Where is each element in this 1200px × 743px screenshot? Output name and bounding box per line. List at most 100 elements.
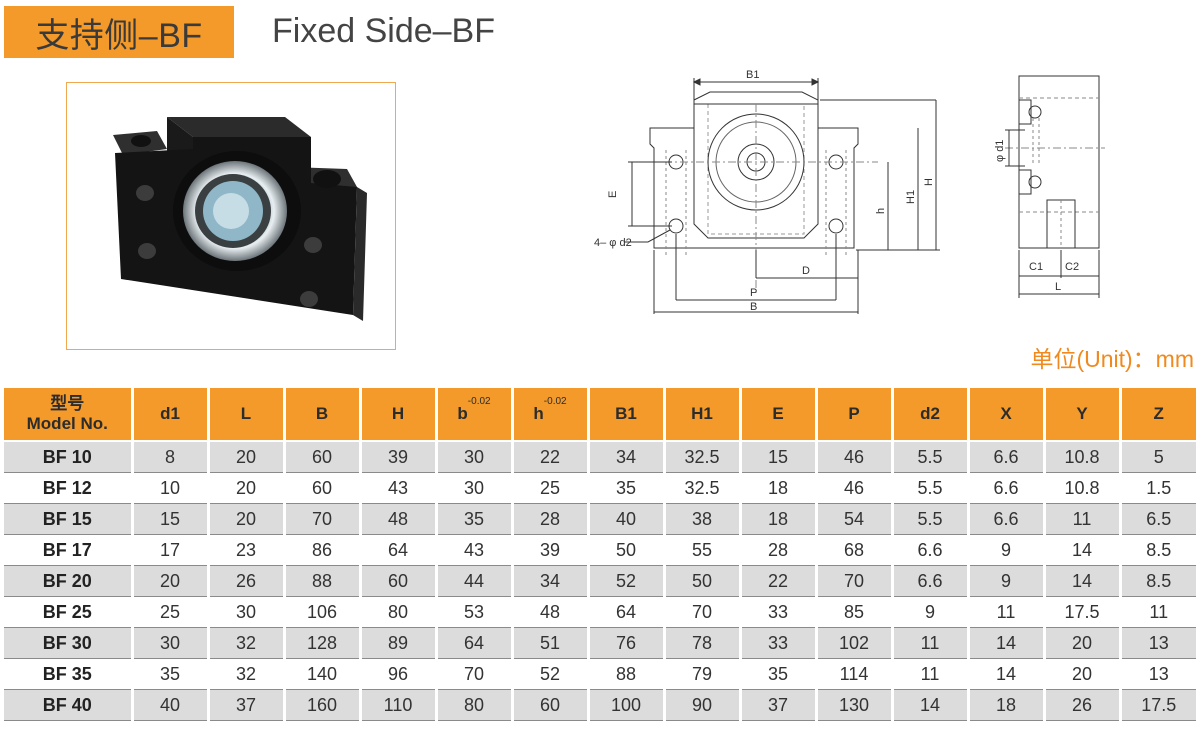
cell-Z: 11	[1120, 596, 1196, 628]
cell-h: 51	[512, 627, 590, 659]
cell-L: 20	[208, 472, 286, 504]
cell-L: 32	[208, 627, 286, 659]
cell-model: BF 30	[4, 627, 134, 659]
cell-d1: 40	[132, 689, 210, 721]
cell-Z: 17.5	[1120, 689, 1196, 721]
cell-b: 30	[436, 472, 514, 504]
cell-H1: 79	[664, 658, 742, 690]
cell-E: 37	[740, 689, 818, 721]
dim-B-label: B	[750, 301, 757, 313]
cell-B1: 50	[588, 534, 666, 566]
title-english: Fixed Side–BF	[272, 12, 495, 50]
header-H1: H1	[664, 388, 742, 442]
cell-d2: 11	[892, 658, 970, 690]
cell-Z: 13	[1120, 658, 1196, 690]
cell-Y: 11	[1044, 503, 1122, 535]
cell-B: 70	[284, 503, 362, 535]
cell-H1: 90	[664, 689, 742, 721]
product-photo-frame	[66, 82, 396, 350]
cell-d2: 5.5	[892, 472, 970, 504]
cell-P: 114	[816, 658, 894, 690]
title-badge: 支持侧–BF	[4, 6, 234, 58]
cell-X: 6.6	[968, 472, 1046, 504]
cell-E: 22	[740, 565, 818, 597]
cell-Y: 26	[1044, 689, 1122, 721]
cell-b: 70	[436, 658, 514, 690]
cell-model: BF 40	[4, 689, 134, 721]
cell-d1: 20	[132, 565, 210, 597]
cell-d1: 17	[132, 534, 210, 566]
cell-P: 130	[816, 689, 894, 721]
cell-H: 48	[360, 503, 438, 535]
cell-L: 26	[208, 565, 286, 597]
cell-model: BF 20	[4, 565, 134, 597]
cell-P: 68	[816, 534, 894, 566]
cell-Z: 5	[1120, 441, 1196, 473]
header-Z: Z	[1120, 388, 1196, 442]
cell-Z: 8.5	[1120, 534, 1196, 566]
cell-model: BF 10	[4, 441, 134, 473]
cell-h: 25	[512, 472, 590, 504]
cell-H1: 78	[664, 627, 742, 659]
cell-E: 33	[740, 596, 818, 628]
cell-b: 43	[436, 534, 514, 566]
cell-X: 9	[968, 565, 1046, 597]
cell-H: 43	[360, 472, 438, 504]
cell-H: 60	[360, 565, 438, 597]
header-H: H	[360, 388, 438, 442]
cell-E: 18	[740, 472, 818, 504]
header-d2: d2	[892, 388, 970, 442]
cell-H: 110	[360, 689, 438, 721]
cell-Y: 10.8	[1044, 441, 1122, 473]
cell-L: 32	[208, 658, 286, 690]
header-P: P	[816, 388, 894, 442]
cell-E: 35	[740, 658, 818, 690]
header-h-tolerance: -0.02	[543, 396, 567, 408]
cell-B1: 35	[588, 472, 666, 504]
cell-H1: 32.5	[664, 441, 742, 473]
cell-E: 28	[740, 534, 818, 566]
cell-d2: 11	[892, 627, 970, 659]
cell-b: 44	[436, 565, 514, 597]
cell-d1: 10	[132, 472, 210, 504]
cell-b: 30	[436, 441, 514, 473]
cell-Y: 14	[1044, 534, 1122, 566]
cell-L: 20	[208, 441, 286, 473]
dim-E-label: E	[607, 191, 619, 198]
cell-L: 23	[208, 534, 286, 566]
cell-H: 64	[360, 534, 438, 566]
header-Y: Y	[1044, 388, 1122, 442]
cell-L: 20	[208, 503, 286, 535]
cell-B1: 76	[588, 627, 666, 659]
cell-h: 22	[512, 441, 590, 473]
cell-d2: 5.5	[892, 441, 970, 473]
cell-d1: 25	[132, 596, 210, 628]
cell-h: 34	[512, 565, 590, 597]
dim-B1-label: B1	[746, 69, 759, 81]
cell-Y: 20	[1044, 627, 1122, 659]
cell-Z: 6.5	[1120, 503, 1196, 535]
cell-Z: 1.5	[1120, 472, 1196, 504]
cell-d2: 6.6	[892, 565, 970, 597]
cell-h: 28	[512, 503, 590, 535]
dim-D-label: D	[802, 265, 810, 277]
cell-B: 86	[284, 534, 362, 566]
cell-H1: 55	[664, 534, 742, 566]
cell-B1: 52	[588, 565, 666, 597]
cell-X: 6.6	[968, 441, 1046, 473]
cell-B: 60	[284, 472, 362, 504]
cell-b: 64	[436, 627, 514, 659]
cell-Y: 10.8	[1044, 472, 1122, 504]
cell-h: 52	[512, 658, 590, 690]
cell-H: 96	[360, 658, 438, 690]
cell-L: 30	[208, 596, 286, 628]
cell-X: 14	[968, 627, 1046, 659]
dim-L-label: L	[1055, 281, 1061, 293]
